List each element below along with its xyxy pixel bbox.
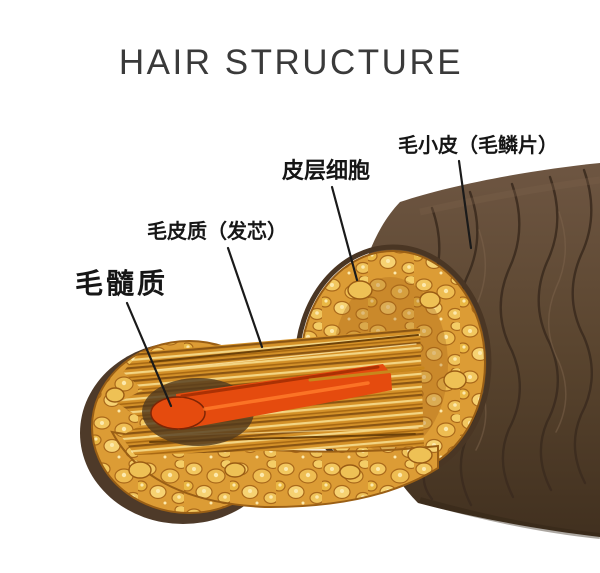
cuticle-scale-line: [499, 182, 521, 499]
labels: 毛小皮（毛鳞片） 皮层细胞 毛皮质（发芯） 毛髓质: [75, 133, 558, 300]
cortex-fiber-overlap-line: [308, 366, 425, 382]
label-cortex: 毛皮质（发芯）: [147, 219, 287, 243]
cortex-fiber-line: [154, 343, 417, 371]
cortex-cell-blob: [224, 462, 246, 478]
shaft-bottom-shade: [419, 497, 600, 539]
cortex-cell-blob: [339, 464, 361, 480]
leader-line-medulla: [125, 301, 173, 408]
cortex-cell-blob: [407, 446, 433, 464]
cuticle-scale-highlight-line: [547, 211, 567, 433]
medulla-end-cap: [150, 396, 206, 430]
cortex-fiber-line: [149, 334, 419, 363]
leader-line-cortex: [226, 246, 264, 349]
cortex-cell-blob: [419, 291, 441, 309]
medulla-shade-line: [180, 365, 380, 398]
label-medulla: 毛髓质: [75, 267, 168, 300]
cuticle-scale-line: [537, 175, 559, 492]
medulla-highlight-line: [203, 381, 370, 411]
label-cortex-cells: 皮层细胞: [282, 158, 370, 184]
leader-line-cuticle: [457, 159, 473, 250]
cortex-cell-blob: [443, 370, 467, 390]
cuticle-scale-line: [571, 168, 593, 485]
leader-line-cortex-cells: [330, 185, 359, 282]
cortex-cell-blobs: [105, 280, 467, 480]
cortex-cell-blob: [128, 461, 152, 479]
cortex-cell-blob: [347, 280, 373, 300]
cortex-cell-blob: [105, 387, 125, 403]
leader-lines: [125, 159, 473, 408]
page-title: HAIR STRUCTURE: [119, 43, 463, 82]
label-cuticle: 毛小皮（毛鳞片）: [398, 133, 558, 157]
shaft-top-highlight: [419, 176, 600, 216]
